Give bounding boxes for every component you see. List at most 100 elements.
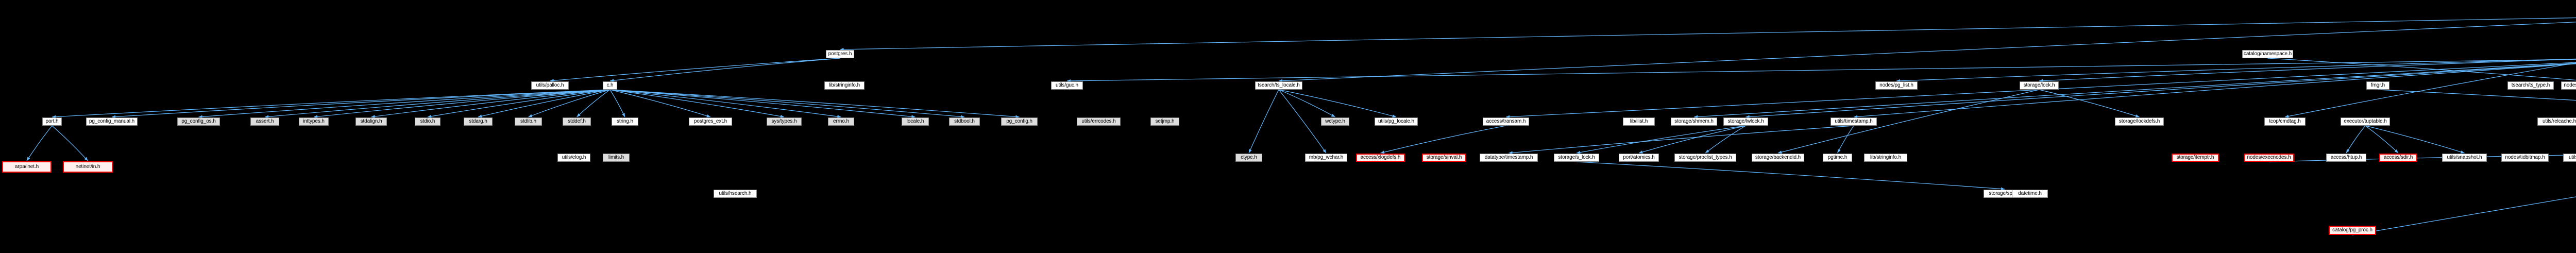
graph-node-sys-types[interactable]: sys/types.h [767,117,802,126]
graph-node-pg-attribute-c[interactable]: utils/elog.h [557,154,590,162]
graph-node-access-xlogdefs[interactable]: access/xlogdefs.h [1356,154,1405,162]
graph-node-storage-lwlock[interactable]: storage/lwlock.h [1723,117,1768,126]
node-label: ctype.h [1241,154,1257,160]
node-label: c.h [606,82,614,88]
graph-node-storage-itemptr[interactable]: storage/itemptr.h [2172,154,2219,162]
graph-node-arpa-inet[interactable]: arpa/inet.h [2,161,52,173]
graph-node-locale-h[interactable]: locale.h [902,117,929,126]
graph-node-port-h[interactable]: port.h [42,117,62,126]
graph-node-catalog-namespace[interactable]: catalog/namespace.h [2242,50,2293,58]
graph-node-access-transam[interactable]: access/transam.h [1483,117,1529,126]
graph-node-ctype-h[interactable]: ctype.h [1235,154,1262,162]
node-label: storage/lwlock.h [1727,118,1764,124]
graph-node-port-atomics[interactable]: port/atomics.h [1619,154,1659,162]
graph-node-tsearch-ts-type[interactable]: tsearch/ts_type.h [2507,81,2554,90]
node-label: tsearch/ts_type.h [2511,82,2550,88]
graph-node-pg-list[interactable]: nodes/pg_list.h [1875,81,1918,90]
node-label: pgtime.h [1827,154,1848,160]
graph-node-storage-s-lock[interactable]: storage/s_lock.h [1554,154,1599,162]
node-label: executor/tuptable.h [2344,118,2387,124]
node-label: lib/stringinfo.h [1870,154,1902,160]
graph-node-nodes-tidbitmap[interactable]: nodes/tidbitmap.h [2501,154,2549,162]
graph-node-nodes-primnodes[interactable]: nodes/primnodes.h [2561,81,2576,90]
graph-node-stddef-h[interactable]: stddef.h [563,117,591,126]
graph-node-storage-backendid[interactable]: storage/backendid.h [1752,154,1804,162]
node-label: pg_config_manual.h [89,118,135,124]
graph-node-postgres-h[interactable]: postgres.h [826,50,854,58]
graph-node-errno-h[interactable]: errno.h [828,117,854,126]
graph-node-utils-hsearch[interactable]: utils/hsearch.h [714,190,757,198]
graph-node-fmgr-stringinfo[interactable]: lib/stringinfo.h [1864,154,1907,162]
graph-node-wctype-h[interactable]: wctype.h [1321,117,1349,126]
graph-node-palloc[interactable]: utils/palloc.h [531,81,569,90]
graph-node-setjmp-h[interactable]: setjmp.h [1150,117,1179,126]
node-label: datatype/timestamp.h [1484,154,1533,160]
graph-node-postgres-ext[interactable]: postgres_ext.h [689,117,732,126]
graph-node-utils-timestamp[interactable]: utils/timestamp.h [1831,117,1877,126]
graph-node-stdarg-h[interactable]: stdarg.h [464,117,493,126]
node-label: catalog/pg_proc.h [2332,227,2372,233]
node-label: netinet/in.h [75,163,100,170]
graph-node-utils-relcache[interactable]: utils/relcache.h [2537,117,2576,126]
graph-node-access-sdir[interactable]: access/sdir.h [2379,154,2417,162]
node-label: utils/hsearch.h [719,190,752,196]
graph-node-ts-locale[interactable]: tsearch/ts_locale.h [1255,81,1302,90]
graph-node-pgtime-h[interactable]: pgtime.h [1823,154,1852,162]
graph-node-lib-ilist[interactable]: lib/ilist.h [1623,117,1655,126]
graph-node-nodes-execnodes[interactable]: nodes/execnodes.h [2244,154,2294,162]
graph-node-storage-proclist[interactable]: storage/proclist_types.h [1674,154,1736,162]
node-label: utils/errcodes.h [1081,118,1116,124]
graph-node-c-h[interactable]: c.h [603,81,617,90]
graph-node-utils-snapshot[interactable]: utils/snapshot.h [2442,154,2487,162]
graph-node-limits-h[interactable]: limits.h [603,154,630,162]
node-label: storage/shmem.h [1674,118,1714,124]
graph-node-storage-shmem[interactable]: storage/shmem.h [1671,117,1717,126]
graph-node-datatype-timest[interactable]: datatype/timestamp.h [1480,154,1538,162]
graph-node-pg-config-h[interactable]: pg_config.h [1001,117,1038,126]
node-label: nodes/tidbitmap.h [2505,154,2545,160]
graph-node-stdalign-h[interactable]: stdalign.h [355,117,387,126]
graph-node-pg-proc-h[interactable]: catalog/pg_proc.h [2329,226,2376,235]
graph-node-utils-resowner[interactable]: utils/resowner.h [2563,154,2576,162]
graph-node-storage-sinval[interactable]: storage/sinval.h [1422,154,1466,162]
graph-node-stdbool-h[interactable]: stdbool.h [949,117,980,126]
node-label: utils/guc.h [1056,82,1078,88]
graph-node-lib-stringinfo[interactable]: lib/stringinfo.h [824,81,865,90]
graph-node-string-h[interactable]: string.h [612,117,638,126]
node-label: storage/s_lock.h [1558,154,1595,160]
node-label: access/transam.h [1486,118,1526,124]
node-label: string.h [617,118,633,124]
node-label: limits.h [608,154,624,160]
graph-node-stdlib-h[interactable]: stdlib.h [515,117,542,126]
node-label: tcop/cmdtag.h [2269,118,2301,124]
node-label: inttypes.h [303,118,325,124]
graph-node-executor-tuptable[interactable]: executor/tuptable.h [2341,117,2390,126]
node-label: datetime.h [2018,190,2042,196]
graph-node-utils-errcodes[interactable]: utils/errcodes.h [1077,117,1121,126]
graph-node-utils-guc[interactable]: utils/guc.h [1051,81,1083,90]
node-label: locale.h [906,118,924,124]
graph-node-pg-config-manual[interactable]: pg_config_manual.h [86,117,138,126]
node-label: access/htup.h [2330,154,2362,160]
graph-node-assert-h[interactable]: assert.h [250,117,279,126]
graph-node-storage-lock[interactable]: storage/lock.h [2020,81,2059,90]
graph-node-access-htup[interactable]: access/htup.h [2326,154,2366,162]
graph-node-storage-lockdefs[interactable]: storage/lockdefs.h [2115,117,2164,126]
graph-node-fmgr[interactable]: fmgr.h [2366,81,2389,90]
graph-node-stdio-h[interactable]: stdio.h [415,117,440,126]
graph-node-tcop-cmdtag[interactable]: tcop/cmdtag.h [2264,117,2306,126]
node-label: pg_config.h [1006,118,1032,124]
node-label: stdbool.h [954,118,975,124]
node-label: access/xlogdefs.h [1360,154,1401,160]
node-label: storage/proclist_types.h [1679,154,1732,160]
graph-node-inttypes-h[interactable]: inttypes.h [299,117,329,126]
graph-node-mb-pg-wchar[interactable]: mb/pg_wchar.h [1305,154,1347,162]
graph-node-datetime-h[interactable]: datetime.h [2012,190,2048,198]
graph-node-netinet-in[interactable]: netinet/in.h [63,161,113,173]
node-label: access/sdir.h [2383,154,2413,160]
node-label: tsearch/ts_locale.h [1258,82,1300,88]
node-label: storage/lockdefs.h [2119,118,2160,124]
graph-node-utils-pg-locale[interactable]: utils/pg_locale.h [1375,117,1418,126]
graph-node-pg-config-os[interactable]: pg_config_os.h [177,117,220,126]
